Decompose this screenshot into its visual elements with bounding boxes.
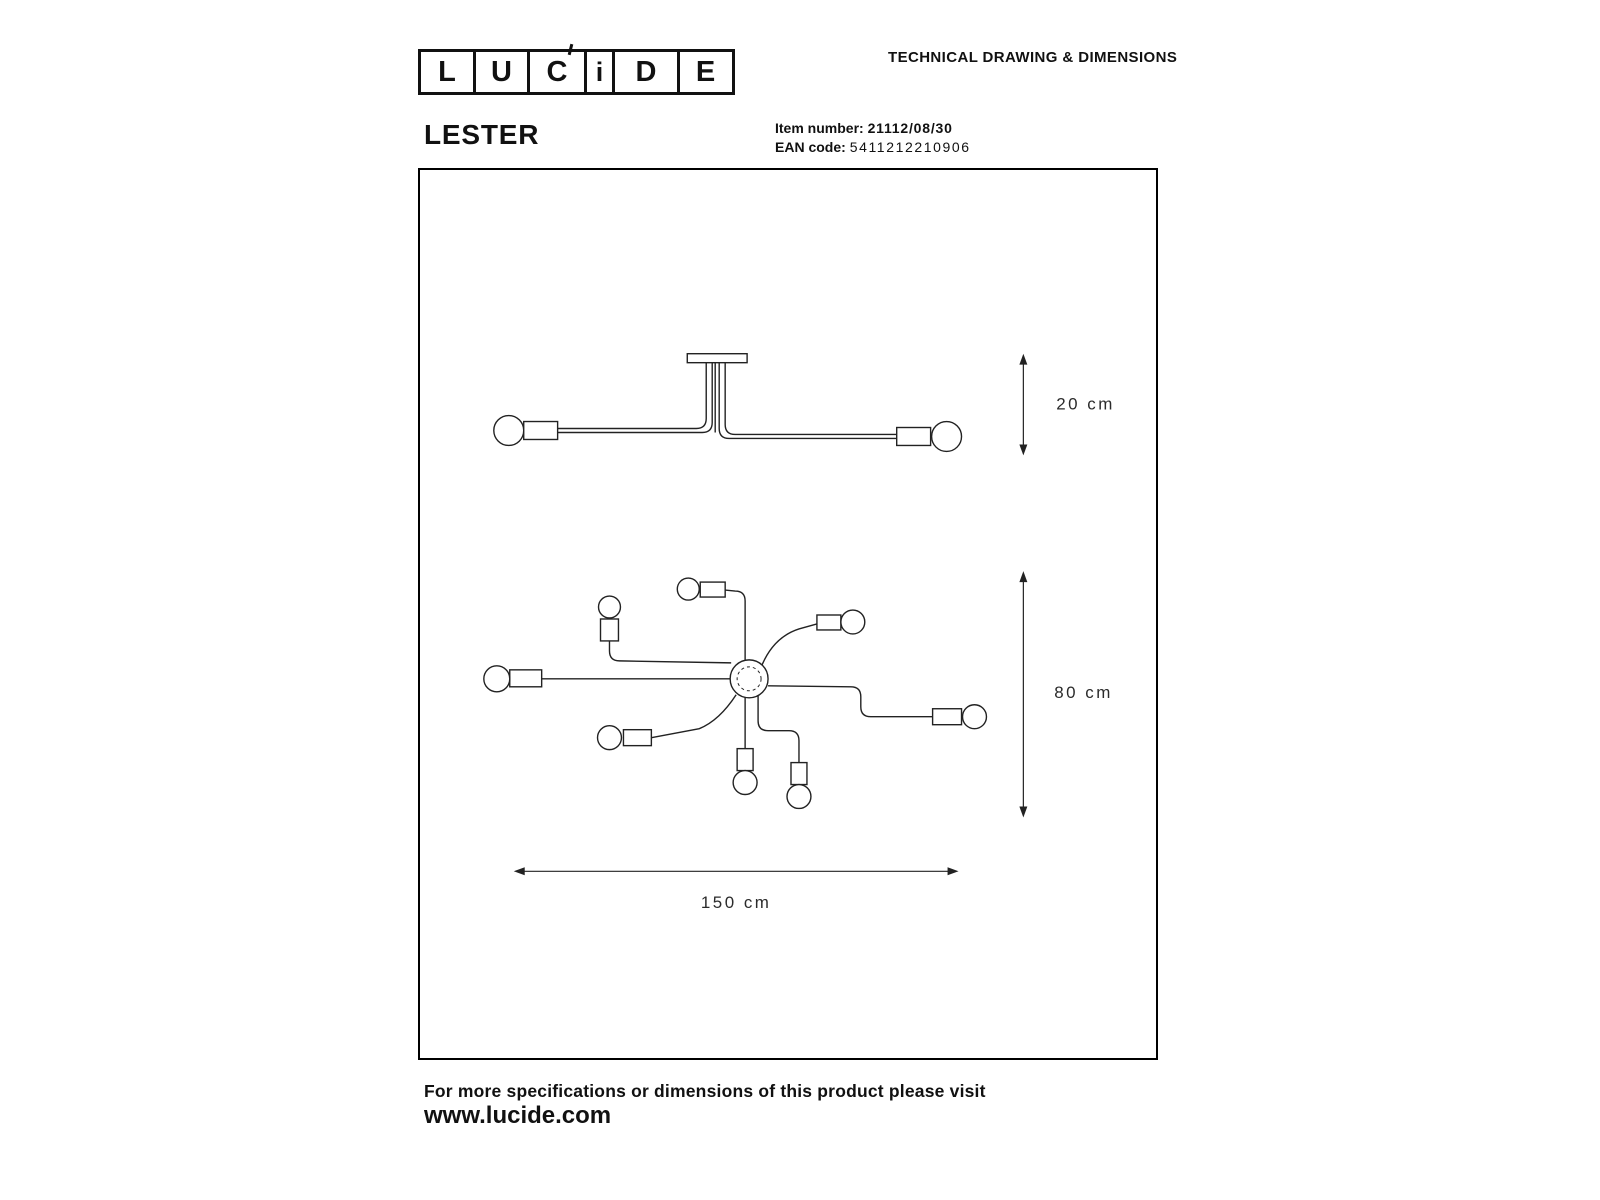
arrowhead-150-right [947,867,959,876]
bulb-south-west [596,724,623,751]
dimension-height-20cm: 20 cm [1019,353,1115,456]
item-number-label: Item number: [775,120,864,136]
bulb-north-east [840,609,866,635]
dim-label-150cm: 150 cm [701,893,772,912]
arrowhead-150-left [513,867,525,876]
bulb-east [961,704,988,730]
product-meta: Item number: 21112/08/30 EAN code: 54112… [775,119,971,157]
side-arm-left-1 [557,362,707,430]
socket-west-north-west [599,618,620,642]
lucide-logo: L U C i D E [418,43,735,95]
socket-south-south-east [790,761,808,786]
item-number-line: Item number: 21112/08/30 [775,119,971,138]
product-name: LESTER [424,119,540,150]
side-view [493,353,963,453]
ceiling-plate [686,353,748,364]
dimension-spread-80cm: 80 cm [1019,571,1113,818]
socket-west [509,669,543,688]
dimension-width-150cm: 150 cm [513,867,959,912]
document-title: TECHNICAL DRAWING & DIMENSIONS [888,49,1178,66]
bulb-south [732,769,758,796]
hub-outer-ring [729,659,769,699]
dim-label-80cm: 80 cm [1054,683,1113,702]
side-arm-left-2 [557,362,713,434]
socket-south [736,747,754,772]
website-link[interactable]: www.lucide.com [424,1102,612,1129]
side-bulb-left [493,414,525,447]
arm-south-south-east [757,695,800,763]
side-bulb-right [930,420,963,453]
ean-line: EAN code: 5411212210906 [775,138,971,157]
socket-east [931,708,963,726]
logo-accent-mark [567,43,574,56]
side-arm-right-1 [724,362,897,436]
logo-letter-i: i [583,49,616,95]
side-socket-right [896,426,932,447]
arrowhead-80-bottom [1019,806,1028,818]
technical-drawing: 20 cm 80 cm 150 cm [483,353,1115,912]
arrowhead-20-bottom [1019,444,1028,456]
arm-south-west [651,694,737,739]
bulb-south-south-east [786,783,812,810]
socket-north-east [816,614,842,631]
side-arm-right-2 [718,362,897,440]
top-view [483,577,988,810]
drawing-box: 20 cm 80 cm 150 cm [418,168,1158,1060]
ean-label: EAN code: [775,139,846,155]
footer-note: For more specifications or dimensions of… [424,1081,986,1101]
arm-north-east [761,623,818,666]
item-number-value: 21112/08/30 [867,120,953,136]
logo-letter-c: C [527,43,587,95]
logo-letter-l: L [418,49,476,95]
socket-south-west [622,728,653,747]
bulb-north [676,577,700,601]
bulb-west [483,665,511,693]
side-socket-left [523,420,559,441]
arm-north [725,589,746,660]
arm-west-north-west [608,640,732,664]
arm-east [768,685,933,718]
logo-letter-e: E [676,49,735,95]
socket-north [699,581,726,598]
dim-label-20cm: 20 cm [1056,395,1115,414]
bulb-west-north-west [597,595,622,619]
hub-inner-ring [736,666,762,692]
arrowhead-20-top [1019,353,1028,365]
arrowhead-80-top [1019,571,1028,583]
ean-value: 5411212210906 [849,139,971,155]
logo-letter-d: D [612,49,680,95]
logo-letter-u: U [472,49,531,95]
